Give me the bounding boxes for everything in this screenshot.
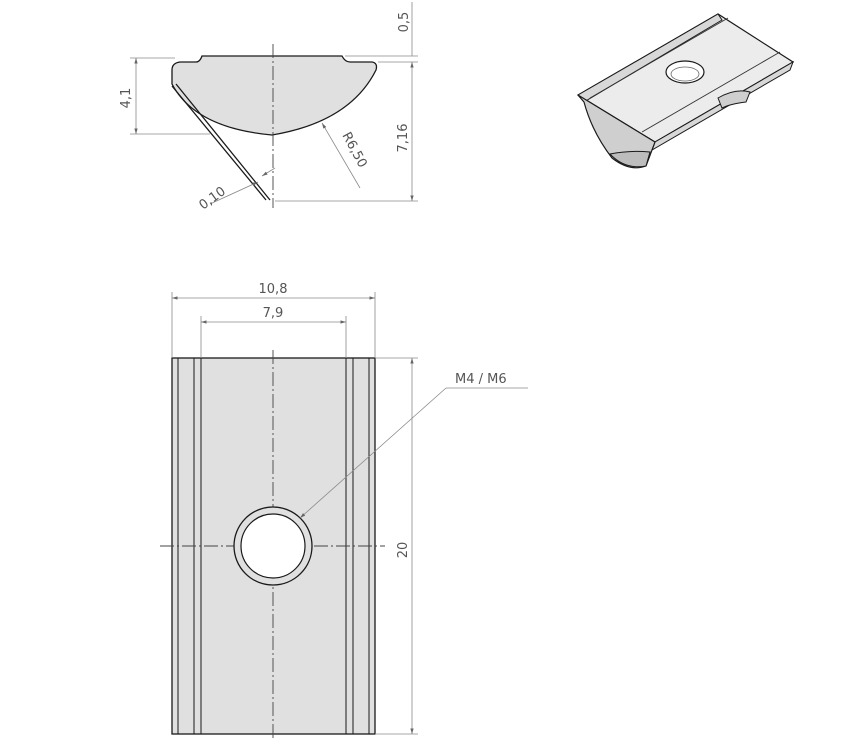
profile-dim-tip: 0,10 <box>197 184 229 213</box>
profile-dim-height: 4,1 <box>119 88 134 109</box>
top-dim-width-inner: 7,9 <box>263 306 284 321</box>
profile-dim-total-height: 7,16 <box>396 124 411 153</box>
profile-tip-edge-b <box>171 85 267 201</box>
profile-tip-leader-a <box>209 181 259 205</box>
profile-dim-top-offset: 0,5 <box>397 12 412 33</box>
top-dim-length: 20 <box>396 542 411 559</box>
iso-groove-a <box>589 17 729 99</box>
profile-view: 4,1 0,5 7,16 R6,50 0,10 <box>119 2 418 213</box>
iso-thread-hole <box>665 60 705 84</box>
profile-tip-leader-b <box>261 167 276 177</box>
thread-leader <box>299 387 447 519</box>
thread-label: M4 / M6 <box>455 372 507 387</box>
iso-rear-tab <box>717 90 751 109</box>
top-dim-width-outer: 10,8 <box>259 282 288 297</box>
profile-dim-radius: R6,50 <box>338 130 369 171</box>
iso-groove-b <box>641 51 781 133</box>
isometric-view <box>576 13 795 169</box>
iso-thread-hole-inner <box>670 66 700 82</box>
top-view: 10,8 7,9 20 M4 / M6 <box>160 282 528 740</box>
profile-outline <box>171 55 378 136</box>
iso-underside <box>609 150 651 168</box>
profile-radius-leader <box>321 122 361 189</box>
top-thread-hole-inner <box>240 513 306 579</box>
profile-tip-edge-a <box>175 83 271 201</box>
